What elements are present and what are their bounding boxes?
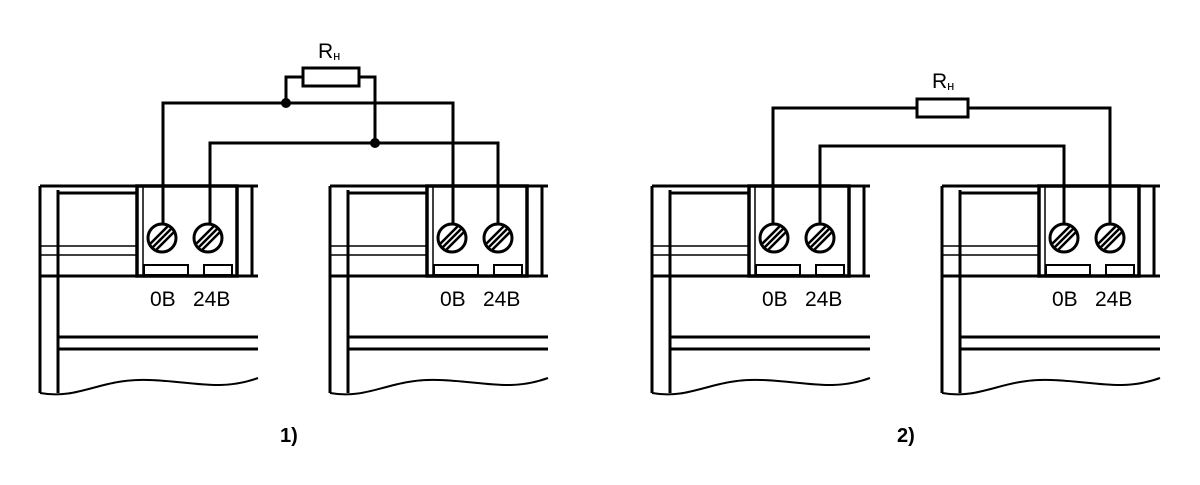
terminal-label: 0В xyxy=(1052,288,1078,311)
device-module: 0В 24В xyxy=(940,184,1162,397)
terminal-label: 0В xyxy=(150,288,176,311)
screw-terminal xyxy=(436,222,468,254)
screw-terminal xyxy=(192,222,224,254)
diagram-1-wires xyxy=(161,75,500,225)
diagram-caption: 2) xyxy=(897,425,915,447)
diagram-1: Rн 0В 24В 0В 24В 1) xyxy=(38,40,550,447)
junction-dot xyxy=(370,138,380,148)
device-module: 0В 24В xyxy=(650,184,872,397)
screw-terminal xyxy=(758,222,790,254)
load-resistor xyxy=(915,97,970,119)
terminal-label: 24В xyxy=(805,288,842,311)
terminal-label: 24В xyxy=(193,288,230,311)
junction-dot xyxy=(281,98,291,108)
screw-terminal xyxy=(146,222,178,254)
diagram-caption: 1) xyxy=(280,425,298,447)
diagram-2: Rн 0В 24В 0В 24В 2) xyxy=(650,70,1162,447)
device-module: 0В 24В xyxy=(38,184,260,397)
terminal-label: 0В xyxy=(440,288,466,311)
resistor-label: Rн xyxy=(932,70,954,93)
resistor-label: Rн xyxy=(318,40,340,63)
terminal-label: 24В xyxy=(483,288,520,311)
screw-terminal xyxy=(1094,222,1126,254)
terminal-label: 0В xyxy=(762,288,788,311)
screw-terminal xyxy=(482,222,514,254)
terminal-label: 24В xyxy=(1095,288,1132,311)
load-resistor xyxy=(301,66,361,88)
screw-terminal xyxy=(1048,222,1080,254)
screw-terminal xyxy=(804,222,836,254)
device-module: 0В 24В xyxy=(328,184,550,397)
